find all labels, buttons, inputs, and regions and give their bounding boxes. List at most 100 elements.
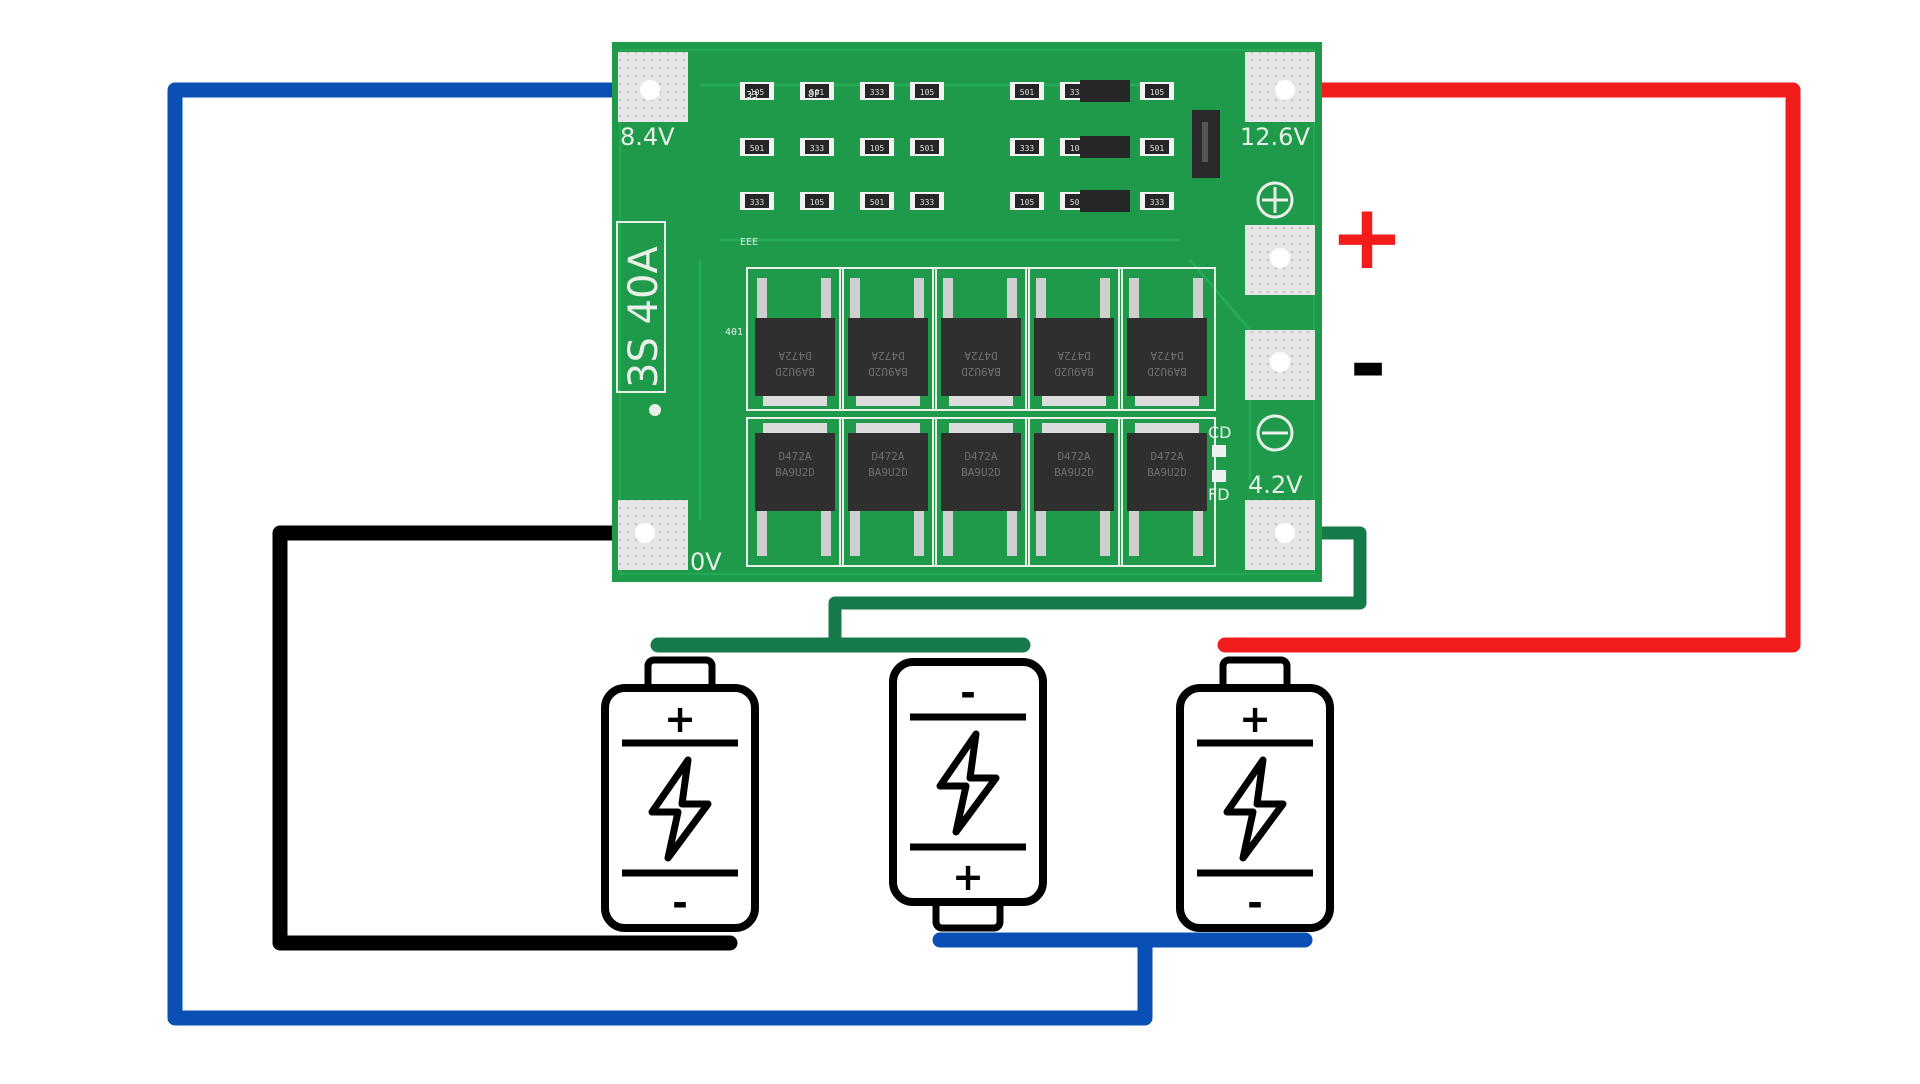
battery-bottom-sign: - xyxy=(672,881,688,925)
battery-bottom-sign: - xyxy=(1247,881,1263,925)
chip-label: D472A xyxy=(1057,349,1090,362)
pad-minus-output xyxy=(1245,330,1315,400)
smd-component: 105 xyxy=(860,138,894,156)
smd-component: 105 xyxy=(1140,82,1174,100)
output-minus-label: - xyxy=(1349,312,1386,417)
battery-top-sign: - xyxy=(960,671,976,715)
smd-code-extra: EEE xyxy=(740,237,758,248)
mosfet-bottom: D472A BA9U2D xyxy=(839,417,937,567)
smd-code-extra: 8F xyxy=(808,89,820,100)
smd-component: 501 xyxy=(860,192,894,210)
mosfet-top: D472A BA9U2D xyxy=(1025,267,1123,411)
smd-component: 501 xyxy=(800,82,834,100)
smd-component: 333 xyxy=(740,192,774,210)
smd-code: 501 xyxy=(810,88,825,97)
smd-component: 501 xyxy=(910,138,944,156)
lightning-bolt-icon xyxy=(936,730,1000,836)
chip-label: D472A xyxy=(778,450,811,463)
label-12-6v: 12.6V xyxy=(1240,123,1310,151)
smd-code: 105 xyxy=(810,198,825,207)
label-fd: FD xyxy=(1208,485,1230,504)
smd-component: 105 xyxy=(910,82,944,100)
smd-component: 105 xyxy=(1010,192,1044,210)
lightning-bolt-icon xyxy=(648,756,712,862)
bms-board: 8.4V 12.6V 4.2V 0V CD FD 3S 40A 105 501 33… xyxy=(612,42,1322,582)
wire-blue xyxy=(167,82,1313,1026)
chip-label: BA9U2D xyxy=(1054,365,1094,378)
smd-component: 333 xyxy=(800,138,834,156)
smd-code: 333 xyxy=(920,198,935,207)
chip-label: D472A xyxy=(964,349,997,362)
smd-component: 501 xyxy=(740,138,774,156)
smd-component: 105 xyxy=(800,192,834,210)
wire-red xyxy=(1217,82,1801,653)
smd-code-extra: 401 xyxy=(725,327,743,338)
pad-12-6v xyxy=(1245,52,1315,122)
smd-code: 501 xyxy=(1070,198,1085,207)
battery-cell: +- xyxy=(1176,656,1334,932)
smd-code: 105 xyxy=(1020,198,1035,207)
label-4-2v: 4.2V xyxy=(1248,471,1303,499)
plus-circle-icon xyxy=(1256,181,1294,219)
smd-code: 333 xyxy=(870,88,885,97)
battery-top-sign: + xyxy=(1239,697,1271,741)
chip-label: BA9U2D xyxy=(868,466,908,479)
mosfet-top: D472A BA9U2D xyxy=(839,267,937,411)
smd-code: 501 xyxy=(750,144,765,153)
smd-component: 501 xyxy=(1010,82,1044,100)
chip-label: D472A xyxy=(1150,349,1183,362)
smd-component: 333 xyxy=(910,192,944,210)
chip-label: BA9U2D xyxy=(961,365,1001,378)
smd-code: 501 xyxy=(920,144,935,153)
mosfet-bottom: D472A BA9U2D xyxy=(1118,417,1216,567)
lightning-bolt-icon xyxy=(1223,756,1287,862)
smd-code: 333 xyxy=(810,144,825,153)
smd-code-extra: 333 xyxy=(740,90,758,101)
smd-component: 333 xyxy=(1010,138,1044,156)
mosfet-top: D472A BA9U2D xyxy=(1118,267,1216,411)
smd-code: 333 xyxy=(1070,88,1085,97)
label-cd: CD xyxy=(1208,423,1232,442)
label-8-4v: 8.4V xyxy=(620,123,675,151)
chip-label: D472A xyxy=(871,349,904,362)
chip-label: BA9U2D xyxy=(868,365,908,378)
battery-cell: +- xyxy=(601,656,759,932)
battery-bottom-sign: + xyxy=(952,855,984,899)
chip-label: BA9U2D xyxy=(1147,365,1187,378)
model-label-box: 3S 40A xyxy=(616,221,667,393)
smd-code: 105 xyxy=(920,88,935,97)
smd-code: 501 xyxy=(870,198,885,207)
battery-top-sign: + xyxy=(664,697,696,741)
pad-8-4v xyxy=(618,52,688,122)
sot-transistor xyxy=(1080,80,1130,102)
sot-transistor xyxy=(1080,136,1130,158)
smd-component: 333 xyxy=(860,82,894,100)
mosfet-array: D472A BA9U2D D472A BA9U2D D472A BA9U2D D472A BA… xyxy=(746,267,1216,567)
chip-label: BA9U2D xyxy=(1054,466,1094,479)
chip-label: D472A xyxy=(1150,450,1183,463)
smd-code: 105 xyxy=(870,144,885,153)
sot-transistor xyxy=(1080,190,1130,212)
smd-component: 501 xyxy=(1140,138,1174,156)
chip-label: D472A xyxy=(964,450,997,463)
model-label: 3S 40A xyxy=(621,246,667,388)
chip-label: BA9U2D xyxy=(1147,466,1187,479)
smd-code: 333 xyxy=(1020,144,1035,153)
chip-label: D472A xyxy=(778,349,811,362)
smd-code: 333 xyxy=(750,198,765,207)
chip-label: BA9U2D xyxy=(775,365,815,378)
wire-green xyxy=(828,526,1367,652)
label-0v: 0V xyxy=(690,548,722,576)
pad-4-2v xyxy=(1245,500,1315,570)
smd-code: 105 xyxy=(1070,144,1085,153)
smd-code: 333 xyxy=(1150,198,1165,207)
chip-label: D472A xyxy=(871,450,904,463)
pad-plus-output xyxy=(1245,225,1315,295)
smd-code: 501 xyxy=(1020,88,1035,97)
mosfet-top: D472A BA9U2D xyxy=(932,267,1030,411)
smd-component: 333 xyxy=(1140,192,1174,210)
smd-component: 105 xyxy=(740,82,774,100)
smd-code: 501 xyxy=(1150,144,1165,153)
